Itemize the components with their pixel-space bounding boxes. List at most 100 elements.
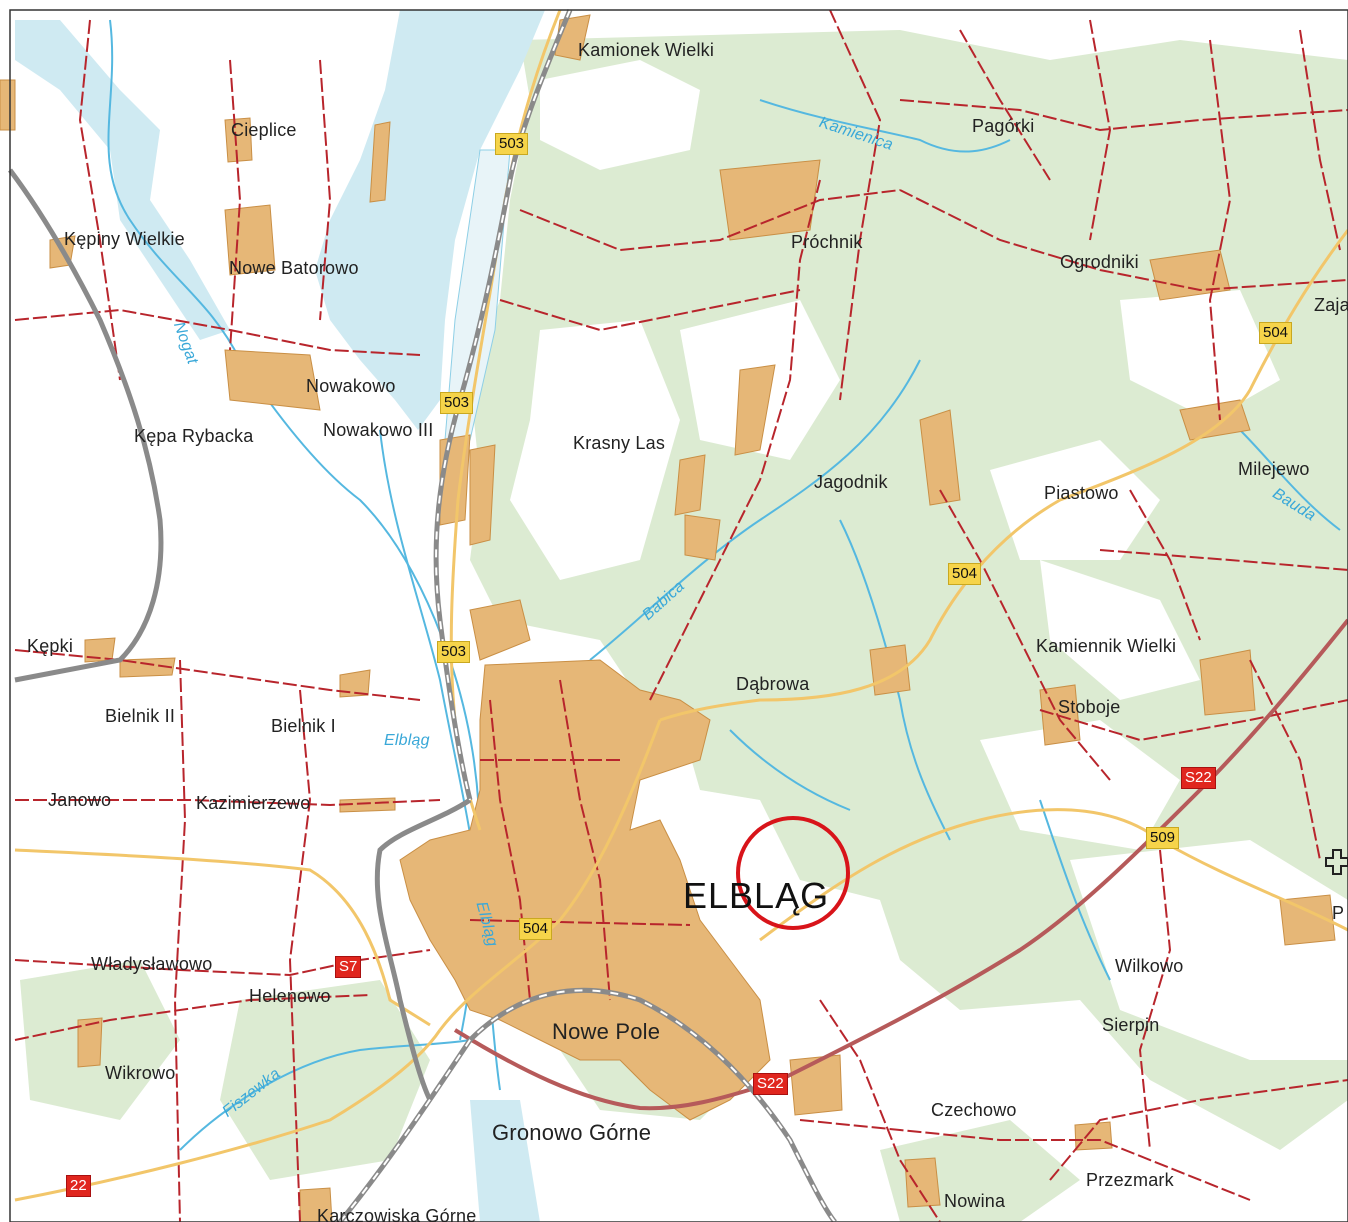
village-area [719, 159, 821, 241]
nogat-river-area [15, 20, 230, 340]
village-area [0, 79, 16, 131]
place-label-zaja: Zaja [1314, 295, 1348, 315]
minor-road [15, 799, 441, 807]
place-label-czechowo: Czechowo [931, 1100, 1017, 1120]
place-label-wladyslawowo: Władysławowo [91, 954, 213, 974]
minor-road [899, 189, 1348, 292]
clearing [510, 320, 680, 580]
village-area [1074, 1121, 1113, 1151]
place-label-prochnik: Próchnik [791, 232, 863, 252]
place-label-dabrowa: Dąbrowa [736, 674, 810, 694]
place-label-wikrowo: Wikrowo [105, 1063, 176, 1083]
village-area [469, 444, 496, 546]
place-label-piastowo: Piastowo [1044, 483, 1119, 503]
village-area [369, 121, 391, 203]
minor-road [229, 59, 242, 351]
railway-line [7, 168, 164, 683]
place-label-kamionek-wielki: Kamionek Wielki [578, 40, 715, 60]
minor-road [14, 994, 371, 1041]
stream [1039, 799, 1111, 981]
village-area [904, 1157, 941, 1208]
place-label-nowe-pole: Nowe Pole [552, 1019, 661, 1044]
clearing [1120, 290, 1280, 420]
kamienica-stream [759, 99, 1011, 153]
road-shield-504: 504 [948, 563, 982, 585]
expressways [453, 618, 1348, 1111]
road-shield-503: 503 [440, 392, 474, 414]
water-bodies [15, 10, 545, 1222]
road-shield-s22: S22 [753, 1073, 788, 1095]
place-label-kamiennik-wielki: Kamiennik Wielki [1036, 636, 1177, 656]
place-label-wilkowo: Wilkowo [1115, 956, 1184, 976]
minor-road [829, 9, 882, 401]
place-label-milejewo: Milejewo [1238, 459, 1310, 479]
minor-road [288, 689, 312, 1222]
place-label-p-edge: P [1332, 903, 1345, 923]
place-label-bielnik-ii: Bielnik II [105, 706, 176, 726]
stream [839, 519, 951, 841]
minor-road [1208, 39, 1232, 421]
railway-line [338, 987, 837, 1222]
village-area [734, 364, 776, 456]
village-area [1199, 649, 1256, 716]
village-area [919, 409, 961, 506]
minor-road [1138, 849, 1172, 1151]
clearing [980, 720, 1180, 850]
road-shield-s7: S7 [335, 956, 362, 978]
village-area [77, 1017, 103, 1068]
expressway-s22 [453, 618, 1348, 1111]
minor-road [14, 649, 421, 701]
railway-line [374, 797, 472, 1102]
place-label-elblag-city: ELBLĄG [683, 875, 830, 916]
railway-dash [435, 9, 571, 801]
minor-road [819, 999, 941, 1222]
lagoon [315, 10, 545, 430]
village-area [339, 797, 396, 813]
elblag-urban-area [399, 659, 771, 1121]
road-shield-504: 504 [519, 918, 553, 940]
road-504-south [438, 719, 662, 1031]
cross-icon [1325, 849, 1348, 875]
location-circle-marker [736, 816, 850, 930]
village-area [469, 599, 531, 661]
village-area [869, 644, 911, 696]
place-label-sierpin: Sierpin [1102, 1015, 1160, 1035]
minor-road [14, 949, 431, 977]
minor-road [499, 289, 801, 332]
place-label-jagodnik: Jagodnik [814, 472, 888, 492]
road-509 [759, 808, 1348, 942]
forest-area [220, 980, 430, 1180]
minor-road [1049, 1079, 1348, 1181]
minor-road [1129, 489, 1201, 641]
place-label-nowakowo-iii: Nowakowo III [323, 420, 434, 440]
minor-road [1099, 549, 1348, 571]
minor-road [173, 659, 187, 1222]
railway-ticks [339, 9, 836, 1222]
village-area [684, 514, 721, 561]
clearing [1070, 840, 1348, 1060]
road-west [14, 848, 431, 1027]
clearing [540, 60, 700, 170]
place-label-karczowiska-gorne: Karczowiska Górne [317, 1206, 477, 1222]
clearing [990, 440, 1160, 560]
place-label-nowe-batorowo: Nowe Batorowo [229, 258, 359, 278]
minor-road [899, 99, 1348, 132]
stream [729, 729, 851, 811]
minor-road [469, 919, 691, 926]
minor-road [1249, 659, 1321, 861]
water-label-elblag-river: Elbląg [384, 732, 430, 749]
road-shield-504: 504 [1259, 322, 1293, 344]
minor-road [1299, 29, 1341, 251]
village-area [224, 349, 321, 411]
road-shield-503: 503 [495, 133, 529, 155]
place-label-kepa-rybacka: Kępa Rybacka [134, 426, 254, 446]
place-label-gronowo-gorne: Gronowo Górne [492, 1120, 652, 1145]
babica-stream [589, 359, 921, 661]
minor-road [799, 1119, 1251, 1201]
minor-road [939, 489, 1111, 781]
road-shield-509: 509 [1146, 827, 1180, 849]
minor-road [78, 19, 121, 381]
minor-road [519, 189, 901, 252]
minor-road [1089, 19, 1112, 241]
